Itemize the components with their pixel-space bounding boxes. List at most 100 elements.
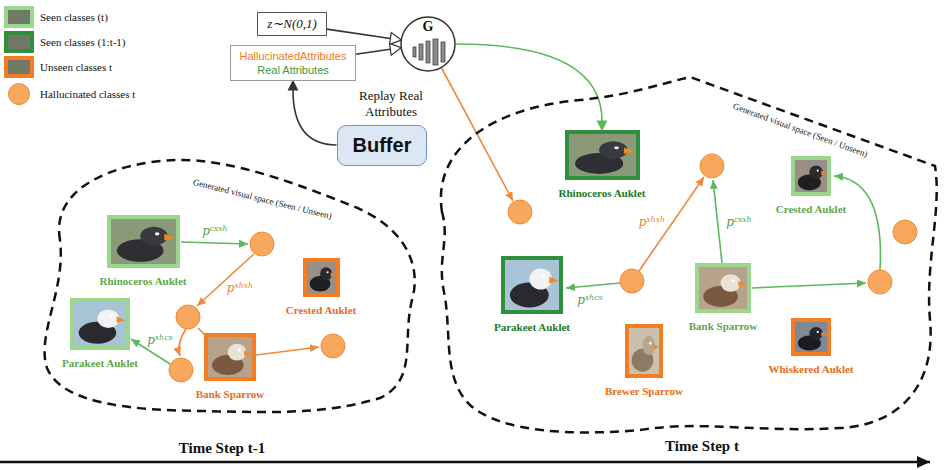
connector	[456, 44, 607, 130]
legend-text: Seen classes (t)	[40, 11, 108, 23]
class-image-box: Parakeet Auklet	[493, 256, 572, 335]
class-image-box: Whiskered Auklet	[767, 318, 855, 377]
bird-photo	[505, 260, 559, 310]
transition-line	[713, 180, 722, 263]
class-name: Crested Auklet	[776, 203, 846, 215]
bird-photo	[569, 134, 636, 176]
transition-line	[834, 176, 880, 270]
image-frame	[791, 156, 831, 196]
probability-label: pˣʰᶜˢ	[146, 333, 173, 347]
connector	[288, 81, 336, 145]
class-image-box: Rhinoceros Auklet	[558, 130, 647, 201]
dashed-outline	[45, 160, 415, 412]
connector-line	[456, 44, 602, 121]
image-frame	[107, 215, 180, 268]
region-outline	[430, 66, 942, 438]
probability-label: pˣʰˣʰ	[638, 215, 667, 229]
class-image-box: Bank Sparrow	[195, 333, 266, 402]
circle-outline	[401, 17, 455, 71]
hallucinated-circle	[508, 200, 532, 224]
image-frame	[70, 298, 130, 350]
image-frame	[625, 324, 663, 378]
bird-photo	[74, 302, 126, 346]
box-text: Real Attributes	[239, 63, 346, 77]
legend-text: Seen classes (1:t-1)	[40, 36, 126, 48]
input-box: z∼N(0,1)	[257, 12, 327, 36]
class-name: Crested Auklet	[286, 304, 356, 316]
bird-photo	[307, 262, 336, 293]
network-layer	[419, 44, 423, 60]
class-name: Rhinoceros Auklet	[559, 187, 646, 199]
connector-line	[293, 90, 337, 145]
bird-photo	[795, 160, 827, 192]
hallucinated-circle	[700, 154, 724, 178]
legend-thumbnail	[8, 10, 30, 24]
class-image-box: Crested Auklet	[285, 258, 358, 318]
probability-label: pˣʰˣʰ	[226, 281, 255, 295]
buffer-box: Buffer	[337, 125, 428, 166]
hallucinated-circle	[620, 269, 644, 293]
legend-swatch	[8, 83, 30, 105]
legend-thumbnail	[8, 35, 30, 49]
connector-line	[327, 29, 391, 38]
image-frame	[303, 258, 340, 297]
hallucinated-circle	[250, 232, 274, 256]
generator-circle: G	[400, 16, 456, 72]
probability-label: pᶜˢˣʰ	[725, 215, 752, 229]
class-name: Parakeet Auklet	[494, 321, 570, 333]
region-title: Generated visual space (Seen / Unseen)	[192, 177, 333, 221]
input-box: HallucinatedAttributesReal Attributes	[230, 45, 355, 81]
box-text: z∼N(0,1)	[267, 16, 317, 32]
legend-text: Hallucinated classes t	[40, 88, 135, 100]
network-layer	[426, 41, 430, 63]
box-text: Buffer	[353, 134, 412, 157]
class-image-box: Parakeet Auklet	[61, 298, 140, 371]
bird-photo	[629, 328, 659, 374]
transition-line	[752, 283, 866, 288]
image-frame	[204, 333, 256, 381]
class-name: Brewer Sparrow	[605, 385, 683, 397]
time-axis	[0, 461, 930, 464]
time-step-label: Time Step t	[665, 438, 739, 455]
probability-label: pˣʰᶜˢ	[576, 293, 603, 307]
arrowhead	[390, 33, 402, 45]
network-layer	[441, 42, 445, 62]
class-image-box: Brewer Sparrow	[604, 324, 684, 399]
arrowhead	[288, 81, 297, 90]
transition-line	[197, 254, 254, 306]
generator-label: G	[400, 16, 456, 35]
hallucinated-circle	[321, 334, 345, 358]
image-frame	[791, 318, 831, 356]
legend-swatch	[4, 56, 34, 78]
bird-photo	[208, 337, 252, 377]
class-name: Parakeet Auklet	[62, 357, 138, 369]
bird-photo	[795, 322, 827, 352]
transition-line	[181, 242, 248, 244]
connector	[327, 29, 401, 44]
dashed-outline	[441, 77, 937, 432]
bird-photo	[111, 219, 176, 264]
box-text: HallucinatedAttributes	[239, 49, 346, 63]
generated-space-region: Generated visual space (Seen / Unseen) Rh…	[430, 66, 942, 438]
transition-line	[566, 283, 620, 288]
legend-thumbnail	[8, 60, 30, 74]
region-title: Generated visual space (Seen / Unseen)	[731, 101, 869, 159]
class-image-box: Bank Sparrow	[688, 263, 759, 334]
edge-label: Replay Real Attributes	[345, 88, 437, 120]
legend-swatch	[4, 31, 34, 53]
hallucinated-circle	[176, 305, 200, 329]
network-layer	[433, 39, 438, 65]
connector-line	[356, 49, 391, 54]
image-frame	[501, 256, 563, 314]
legend-text: Unseen classes t	[40, 61, 112, 73]
class-image-box: Rhinoceros Auklet	[99, 215, 188, 289]
arrowhead	[598, 121, 607, 130]
class-name: Bank Sparrow	[689, 320, 758, 332]
connector	[356, 43, 402, 55]
time-step-label: Time Step t-1	[179, 440, 265, 457]
arrowhead	[390, 43, 402, 55]
bird-photo	[699, 267, 747, 309]
class-name: Whiskered Auklet	[768, 363, 853, 375]
hallucinated-circle	[893, 220, 917, 244]
